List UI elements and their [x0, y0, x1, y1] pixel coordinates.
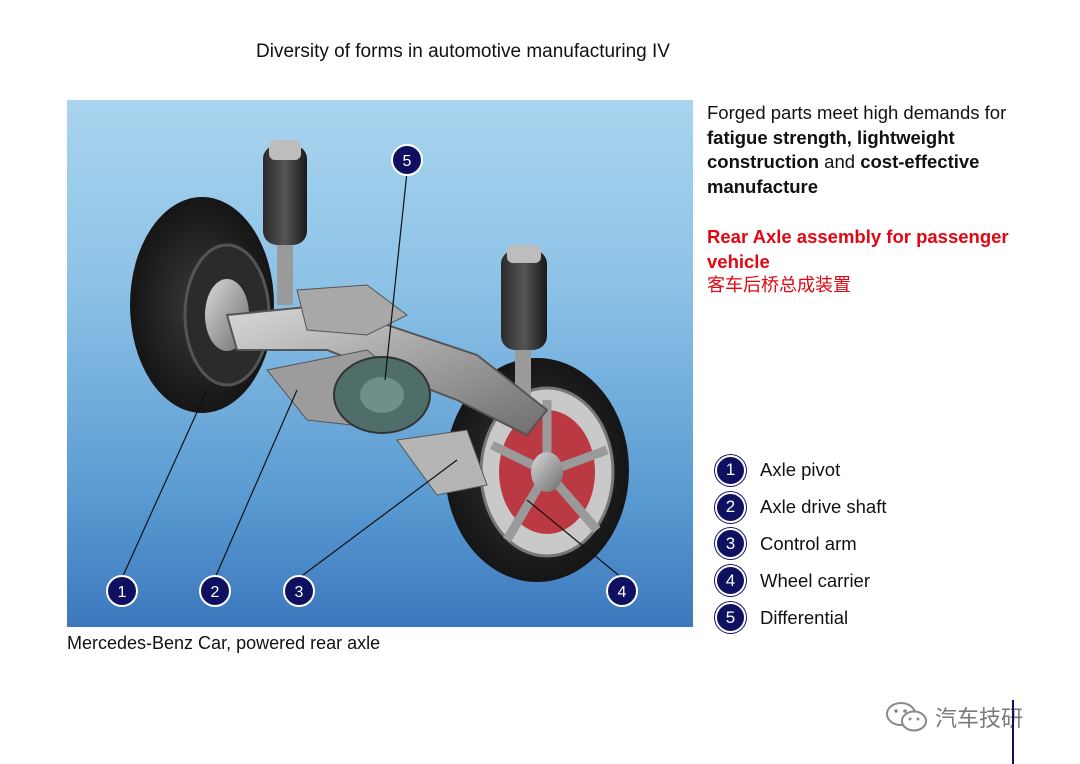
watermark-text: 汽车技研	[935, 706, 1024, 731]
right-wheel	[445, 358, 629, 582]
callout-badges: 1 2 3 4 5	[106, 144, 638, 607]
intro-text-2: and	[819, 151, 861, 172]
svg-text:2: 2	[211, 584, 220, 601]
slide-edge-line	[1012, 700, 1014, 764]
legend-badge: 2	[715, 491, 746, 523]
svg-text:1: 1	[118, 584, 127, 601]
legend-label: Wheel carrier	[760, 569, 870, 591]
legend-item: 3 Control arm	[715, 526, 886, 563]
legend-item: 2 Axle drive shaft	[715, 489, 886, 526]
callout-1: 1	[106, 575, 138, 607]
watermark: 汽车技研	[885, 700, 1023, 734]
intro-text: Forged parts meet high demands for fatig…	[707, 101, 1037, 199]
svg-text:3: 3	[295, 584, 304, 601]
legend-label: Differential	[760, 606, 849, 628]
legend-item: 1 Axle pivot	[715, 452, 886, 489]
legend-badge: 1	[715, 454, 746, 486]
air-springs	[263, 140, 547, 395]
photo-caption: Mercedes-Benz Car, powered rear axle	[67, 633, 381, 653]
slide-title: Diversity of forms in automotive manufac…	[256, 41, 670, 62]
parts-legend: 1 Axle pivot 2 Axle drive shaft 3 Contro…	[715, 452, 886, 636]
legend-label: Control arm	[760, 532, 857, 554]
intro-text-1: Forged parts meet high demands for	[707, 102, 1007, 123]
callout-4: 4	[606, 575, 638, 607]
intro-bold-2: cost-effective manufacture	[707, 151, 980, 197]
highlight-chinese: 客车后桥总成装置	[707, 275, 851, 296]
wechat-icon	[886, 702, 927, 732]
callout-3: 3	[283, 575, 315, 607]
legend-badge: 5	[715, 602, 746, 634]
rear-axle-illustration: 1 2 3 4 5	[67, 100, 693, 627]
legend-badge: 3	[715, 528, 746, 560]
svg-text:4: 4	[618, 584, 627, 601]
left-wheel	[130, 197, 274, 413]
legend-badge: 4	[715, 565, 746, 597]
legend-item: 4 Wheel carrier	[715, 562, 886, 599]
highlight-block: Rear Axle assembly for passenger vehicle…	[707, 225, 1037, 299]
highlight-english: Rear Axle assembly for passenger vehicle	[707, 226, 1009, 272]
legend-label: Axle pivot	[760, 459, 841, 481]
svg-text:5: 5	[403, 153, 412, 170]
callout-2: 2	[199, 575, 231, 607]
rear-axle-drawing: 1 2 3 4 5	[106, 140, 638, 607]
legend-item: 5 Differential	[715, 599, 886, 636]
intro-bold-1: fatigue strength, lightweight constructi…	[707, 126, 955, 173]
legend-label: Axle drive shaft	[760, 496, 887, 518]
callout-lines	[121, 171, 623, 579]
subframe	[225, 284, 549, 496]
callout-5: 5	[391, 144, 423, 176]
